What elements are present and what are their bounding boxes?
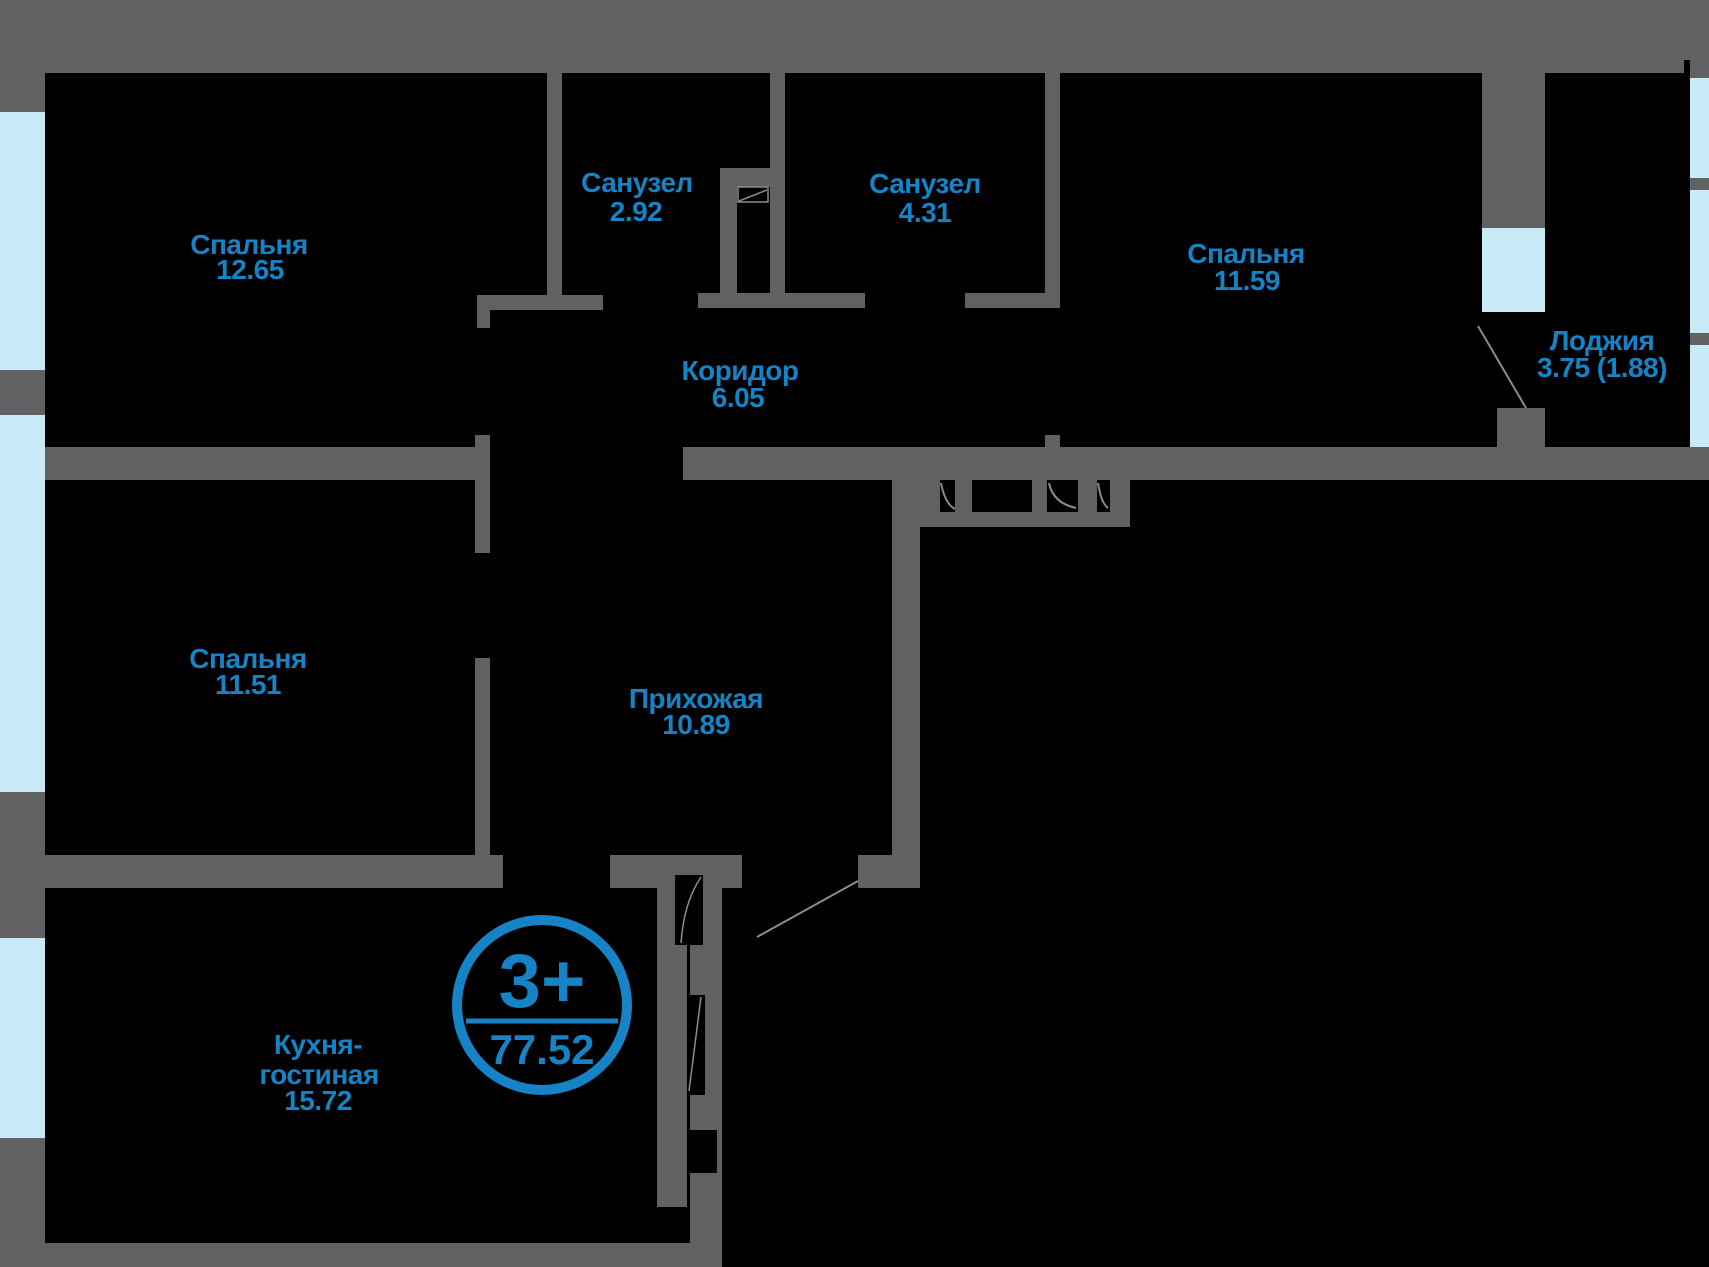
wall-top: [0, 0, 1684, 73]
room-label-hallway-area: 10.89: [662, 709, 730, 740]
room-label-kitchen-name-line2: гостиная: [259, 1059, 378, 1090]
badge-total-area: 77.52: [489, 1026, 594, 1073]
wall-kitchen-divider: [45, 855, 503, 888]
loggia-glazing-mullion-2: [1690, 333, 1709, 345]
cell-door-arc-1: [940, 482, 956, 510]
wall-stub-bedroom2-door: [1045, 435, 1060, 447]
wall-bathroom2-bedroom2-divider: [1045, 73, 1060, 308]
cell-door-arc-3: [1097, 482, 1109, 509]
room-label-corridor-area: 6.05: [712, 382, 765, 413]
wall-loggia-divider-stub: [1497, 408, 1545, 447]
room-label-loggia-name: Лоджия: [1550, 325, 1655, 356]
room-label-bathroom-small-name: Санузел: [581, 167, 693, 198]
room-label-bathroom-large-name: Санузел: [869, 168, 981, 199]
wall-bedrooms-divider: [45, 447, 477, 480]
room-label-bathroom-small-area: 2.92: [610, 196, 663, 227]
room-label-kitchen-area: 15.72: [284, 1085, 352, 1116]
room-label-bathroom-large-area: 4.31: [899, 197, 952, 228]
wall-entrance-corner-block: [858, 855, 920, 888]
wall-stub-corridor-left: [477, 310, 490, 328]
room-label-loggia-area: 3.75 (1.88): [1537, 352, 1667, 383]
loggia-glazing-mullion-1: [1690, 178, 1709, 190]
loggia-glazing: [1690, 78, 1709, 447]
wall-cell-pier-1: [920, 480, 940, 512]
window-left-1: [0, 112, 45, 370]
wall-niche-left: [720, 168, 737, 293]
vestibule-door-slot-a: [675, 875, 703, 945]
wall-cell-pier-4: [1078, 480, 1097, 512]
room-label-bedroom-top-left-name: Спальня: [190, 229, 307, 260]
wall-cells-bottom: [908, 512, 1130, 527]
vestibule-door-slot-b: [689, 995, 705, 1095]
window-left-3: [0, 938, 45, 1138]
wall-cell-pier-3: [1032, 480, 1047, 512]
loggia-door-swing-line: [1477, 325, 1527, 409]
cell-door-arc-2: [1048, 482, 1077, 509]
wall-bottom: [0, 1243, 722, 1267]
room-label-bedroom-top-right-area: 11.59: [1214, 265, 1280, 296]
room-label-bedroom-middle-left-name: Спальня: [189, 643, 306, 674]
wall-top-right-corner: [1684, 0, 1709, 60]
room-label-bedroom-top-right-name: Спальня: [1187, 238, 1304, 269]
wall-hallway-left-lower: [475, 658, 490, 857]
wall-niche-top: [720, 168, 785, 187]
plan-badge: 3+ 77.52: [452, 915, 632, 1095]
entrance-door-swing-line: [756, 880, 859, 938]
badge-rooms-label: 3+: [499, 939, 586, 1024]
wall-bathroom1-south-a: [477, 295, 603, 310]
vestibule-door-leaf-a: [680, 876, 702, 944]
window-bedroom2-loggia: [1482, 228, 1545, 312]
wall-cells-right: [1110, 480, 1130, 527]
room-label-corridor-name: Коридор: [682, 355, 799, 386]
wall-loggia-divider-top: [1482, 73, 1545, 228]
room-label-bedroom-middle-left-area: 11.51: [215, 669, 281, 700]
loggia-glazing-cap: [1690, 60, 1709, 78]
vestibule-door-slot-c: [690, 1130, 717, 1173]
room-label-hallway-name: Прихожая: [629, 683, 763, 714]
wall-bedroom1-bathroom1-divider: [547, 73, 562, 295]
room-label-kitchen-name-line1: Кухня-: [274, 1029, 362, 1060]
wall-bathroom-south-b: [698, 293, 865, 308]
vestibule-door-leaf-b: [688, 996, 702, 1092]
wall-hallway-right: [892, 480, 920, 855]
room-label-bedroom-top-left-area: 12.65: [216, 254, 284, 285]
window-left-2: [0, 415, 45, 792]
bathroom-niche-door-line: [738, 189, 768, 202]
wall-bathroom2-south-c: [965, 293, 1060, 308]
wall-corridor-south-band: [683, 447, 1709, 480]
badge-circle: [452, 915, 632, 1095]
wall-cell-pier-2: [955, 480, 972, 512]
wall-hallway-left-upper: [475, 435, 490, 553]
